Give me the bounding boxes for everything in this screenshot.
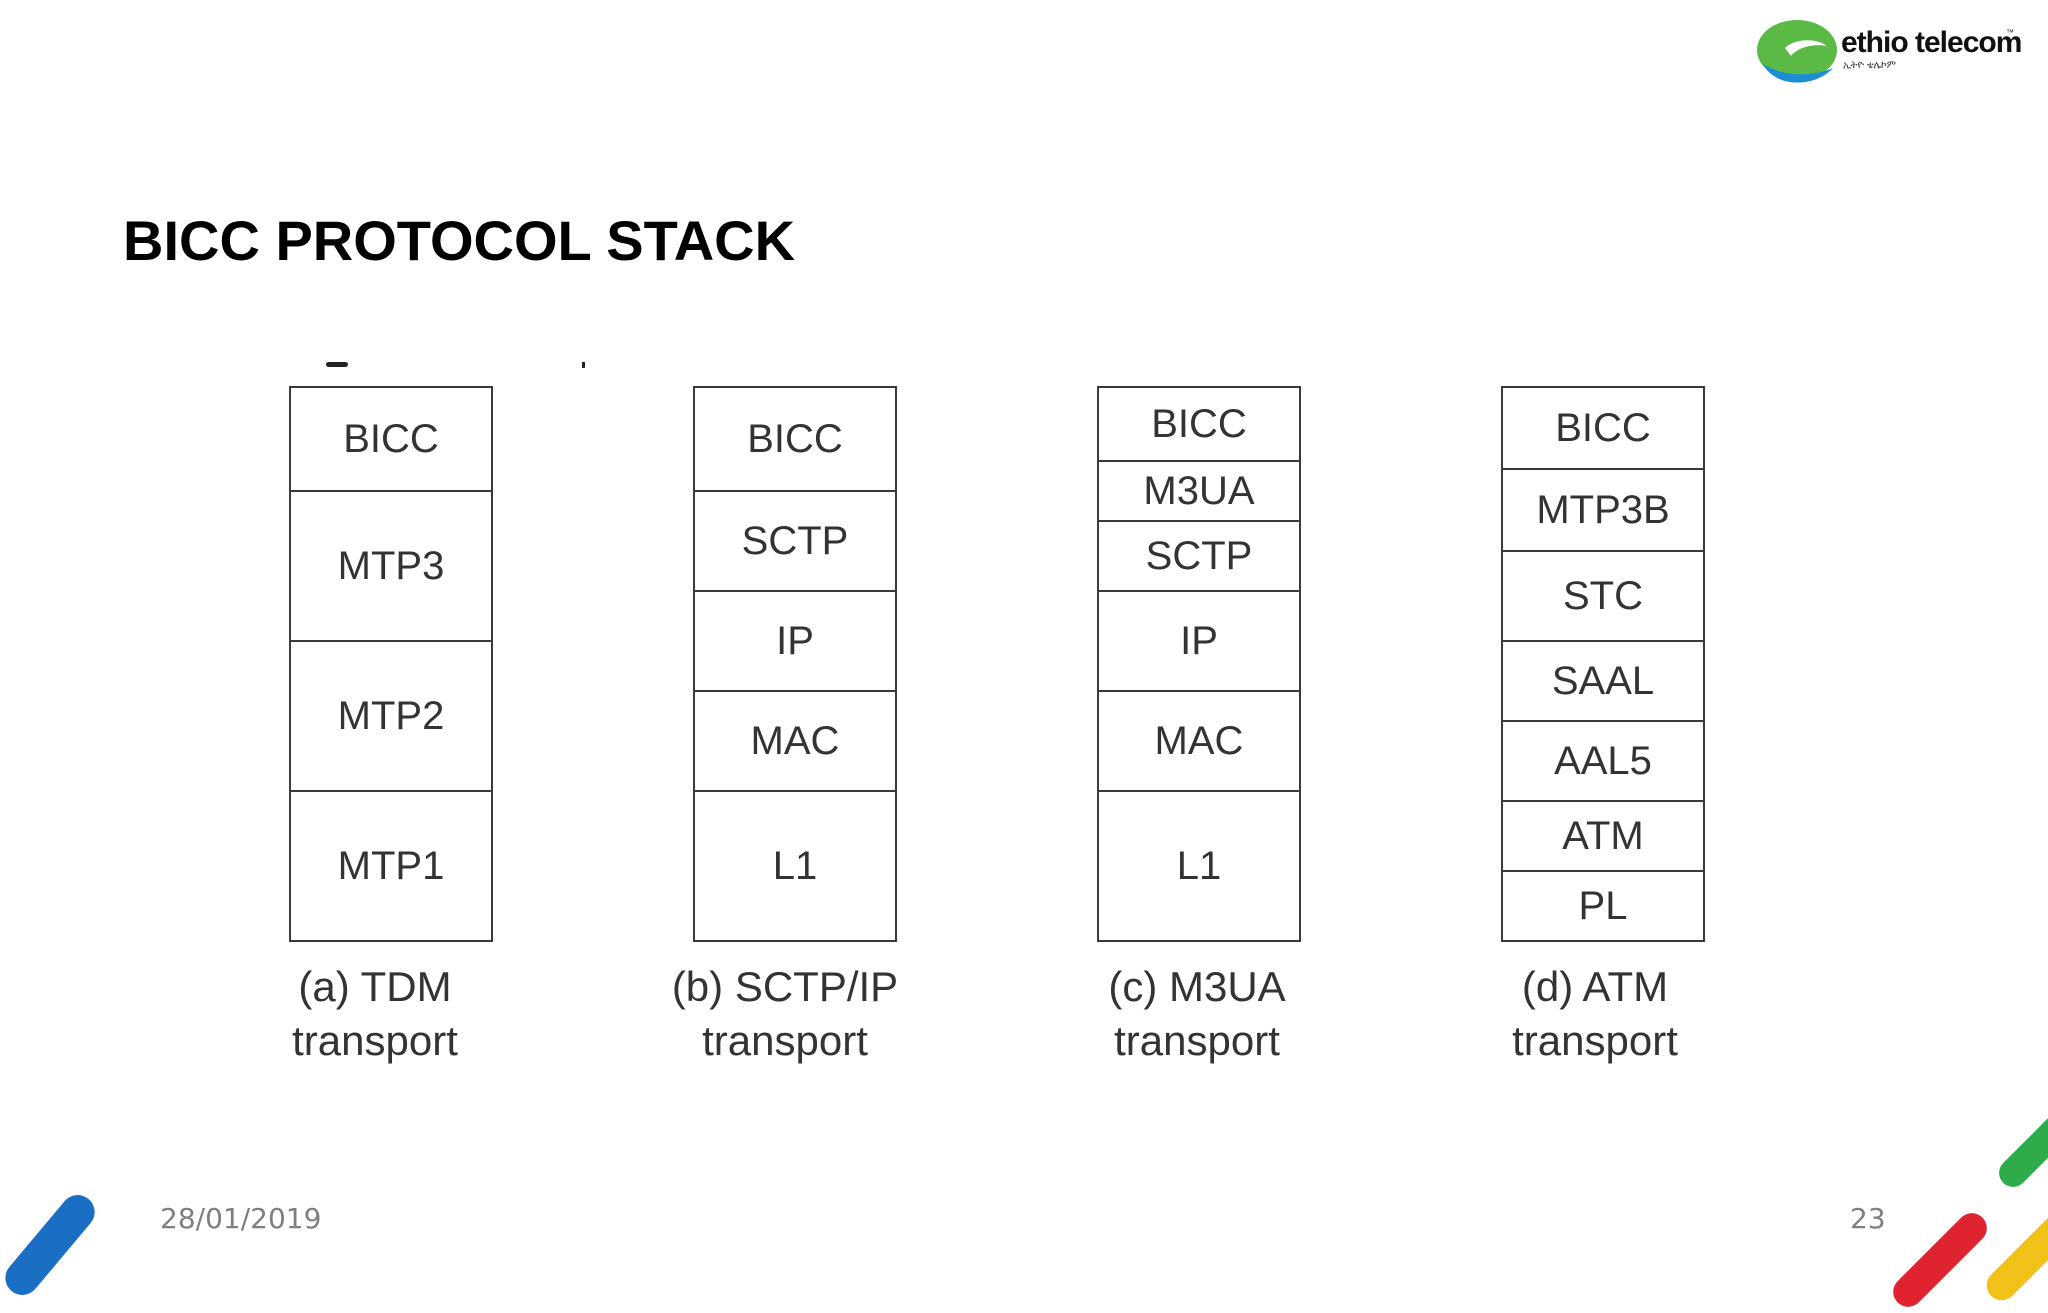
- caption-line: transport: [292, 1017, 458, 1064]
- layer-mtp3: MTP3: [291, 490, 491, 640]
- decorative-stripe-green: [1993, 1109, 2048, 1193]
- caption-sctp-ip: (b) SCTP/IP transport: [625, 960, 945, 1068]
- layer-sctp: SCTP: [695, 490, 895, 590]
- layer-l1: L1: [695, 790, 895, 940]
- stack-tdm: BICC MTP3 MTP2 MTP1: [289, 386, 493, 942]
- caption-line: (c) M3UA: [1108, 963, 1286, 1010]
- stack-m3ua: BICC M3UA SCTP IP MAC L1: [1097, 386, 1301, 942]
- logo-swirl-icon: [1757, 20, 1837, 83]
- ethio-telecom-logo: ethio telecom ™ ኢትዮ ቴሌኮም: [1755, 16, 2022, 88]
- decorative-stripe-yellow: [1980, 1207, 2048, 1307]
- layer-mtp1: MTP1: [291, 790, 491, 940]
- caption-line: (d) ATM: [1521, 963, 1669, 1010]
- stack-box: BICC M3UA SCTP IP MAC L1: [1097, 386, 1301, 942]
- layer-bicc: BICC: [747, 416, 843, 461]
- caption-atm: (d) ATM transport: [1435, 960, 1755, 1068]
- cropped-mark: [582, 362, 585, 368]
- layer-atm: ATM: [1503, 800, 1703, 870]
- caption-line: transport: [702, 1017, 868, 1064]
- layer-stc: STC: [1503, 550, 1703, 640]
- layer-bicc: BICC: [1151, 401, 1247, 446]
- layer-sctp: SCTP: [1099, 520, 1299, 590]
- layer-m3ua: M3UA: [1099, 460, 1299, 520]
- layer-ip: IP: [695, 590, 895, 690]
- page-title: BICC PROTOCOL STACK: [123, 209, 796, 272]
- layer-mac: MAC: [695, 690, 895, 790]
- stack-atm: BICC MTP3B STC SAAL AAL5 ATM PL: [1501, 386, 1705, 942]
- stack-sctp-ip: BICC SCTP IP MAC L1: [693, 386, 897, 942]
- caption-line: (a) TDM: [298, 963, 452, 1010]
- layer-mac: MAC: [1099, 690, 1299, 790]
- layer-ip: IP: [1099, 590, 1299, 690]
- stack-box: BICC MTP3 MTP2 MTP1: [289, 386, 493, 942]
- layer-l1: L1: [1099, 790, 1299, 940]
- caption-m3ua: (c) M3UA transport: [1037, 960, 1357, 1068]
- logo-subtext: ኢትዮ ቴሌኮም: [1843, 60, 1896, 71]
- caption-line: transport: [1114, 1017, 1280, 1064]
- page-number: 23: [1850, 1202, 1886, 1235]
- logo-trademark: ™: [2006, 28, 2014, 37]
- cropped-mark: [326, 362, 348, 367]
- caption-line: (b) SCTP/IP: [671, 963, 899, 1010]
- layer-aal5: AAL5: [1503, 720, 1703, 800]
- caption-tdm: (a) TDM transport: [215, 960, 535, 1068]
- logo-text: ethio telecom: [1841, 26, 2022, 59]
- footer-date: 28/01/2019: [160, 1202, 322, 1235]
- layer-mtp2: MTP2: [291, 640, 491, 790]
- layer-pl: PL: [1503, 870, 1703, 940]
- decorative-stripe-red: [1886, 1206, 1994, 1313]
- layer-saal: SAAL: [1503, 640, 1703, 720]
- decorative-stripe-blue: [0, 1188, 102, 1302]
- caption-line: transport: [1512, 1017, 1678, 1064]
- layer-mtp3b: MTP3B: [1503, 468, 1703, 550]
- stack-box: BICC MTP3B STC SAAL AAL5 ATM PL: [1501, 386, 1705, 942]
- layer-bicc: BICC: [343, 416, 439, 461]
- layer-bicc: BICC: [1555, 405, 1651, 450]
- stack-box: BICC SCTP IP MAC L1: [693, 386, 897, 942]
